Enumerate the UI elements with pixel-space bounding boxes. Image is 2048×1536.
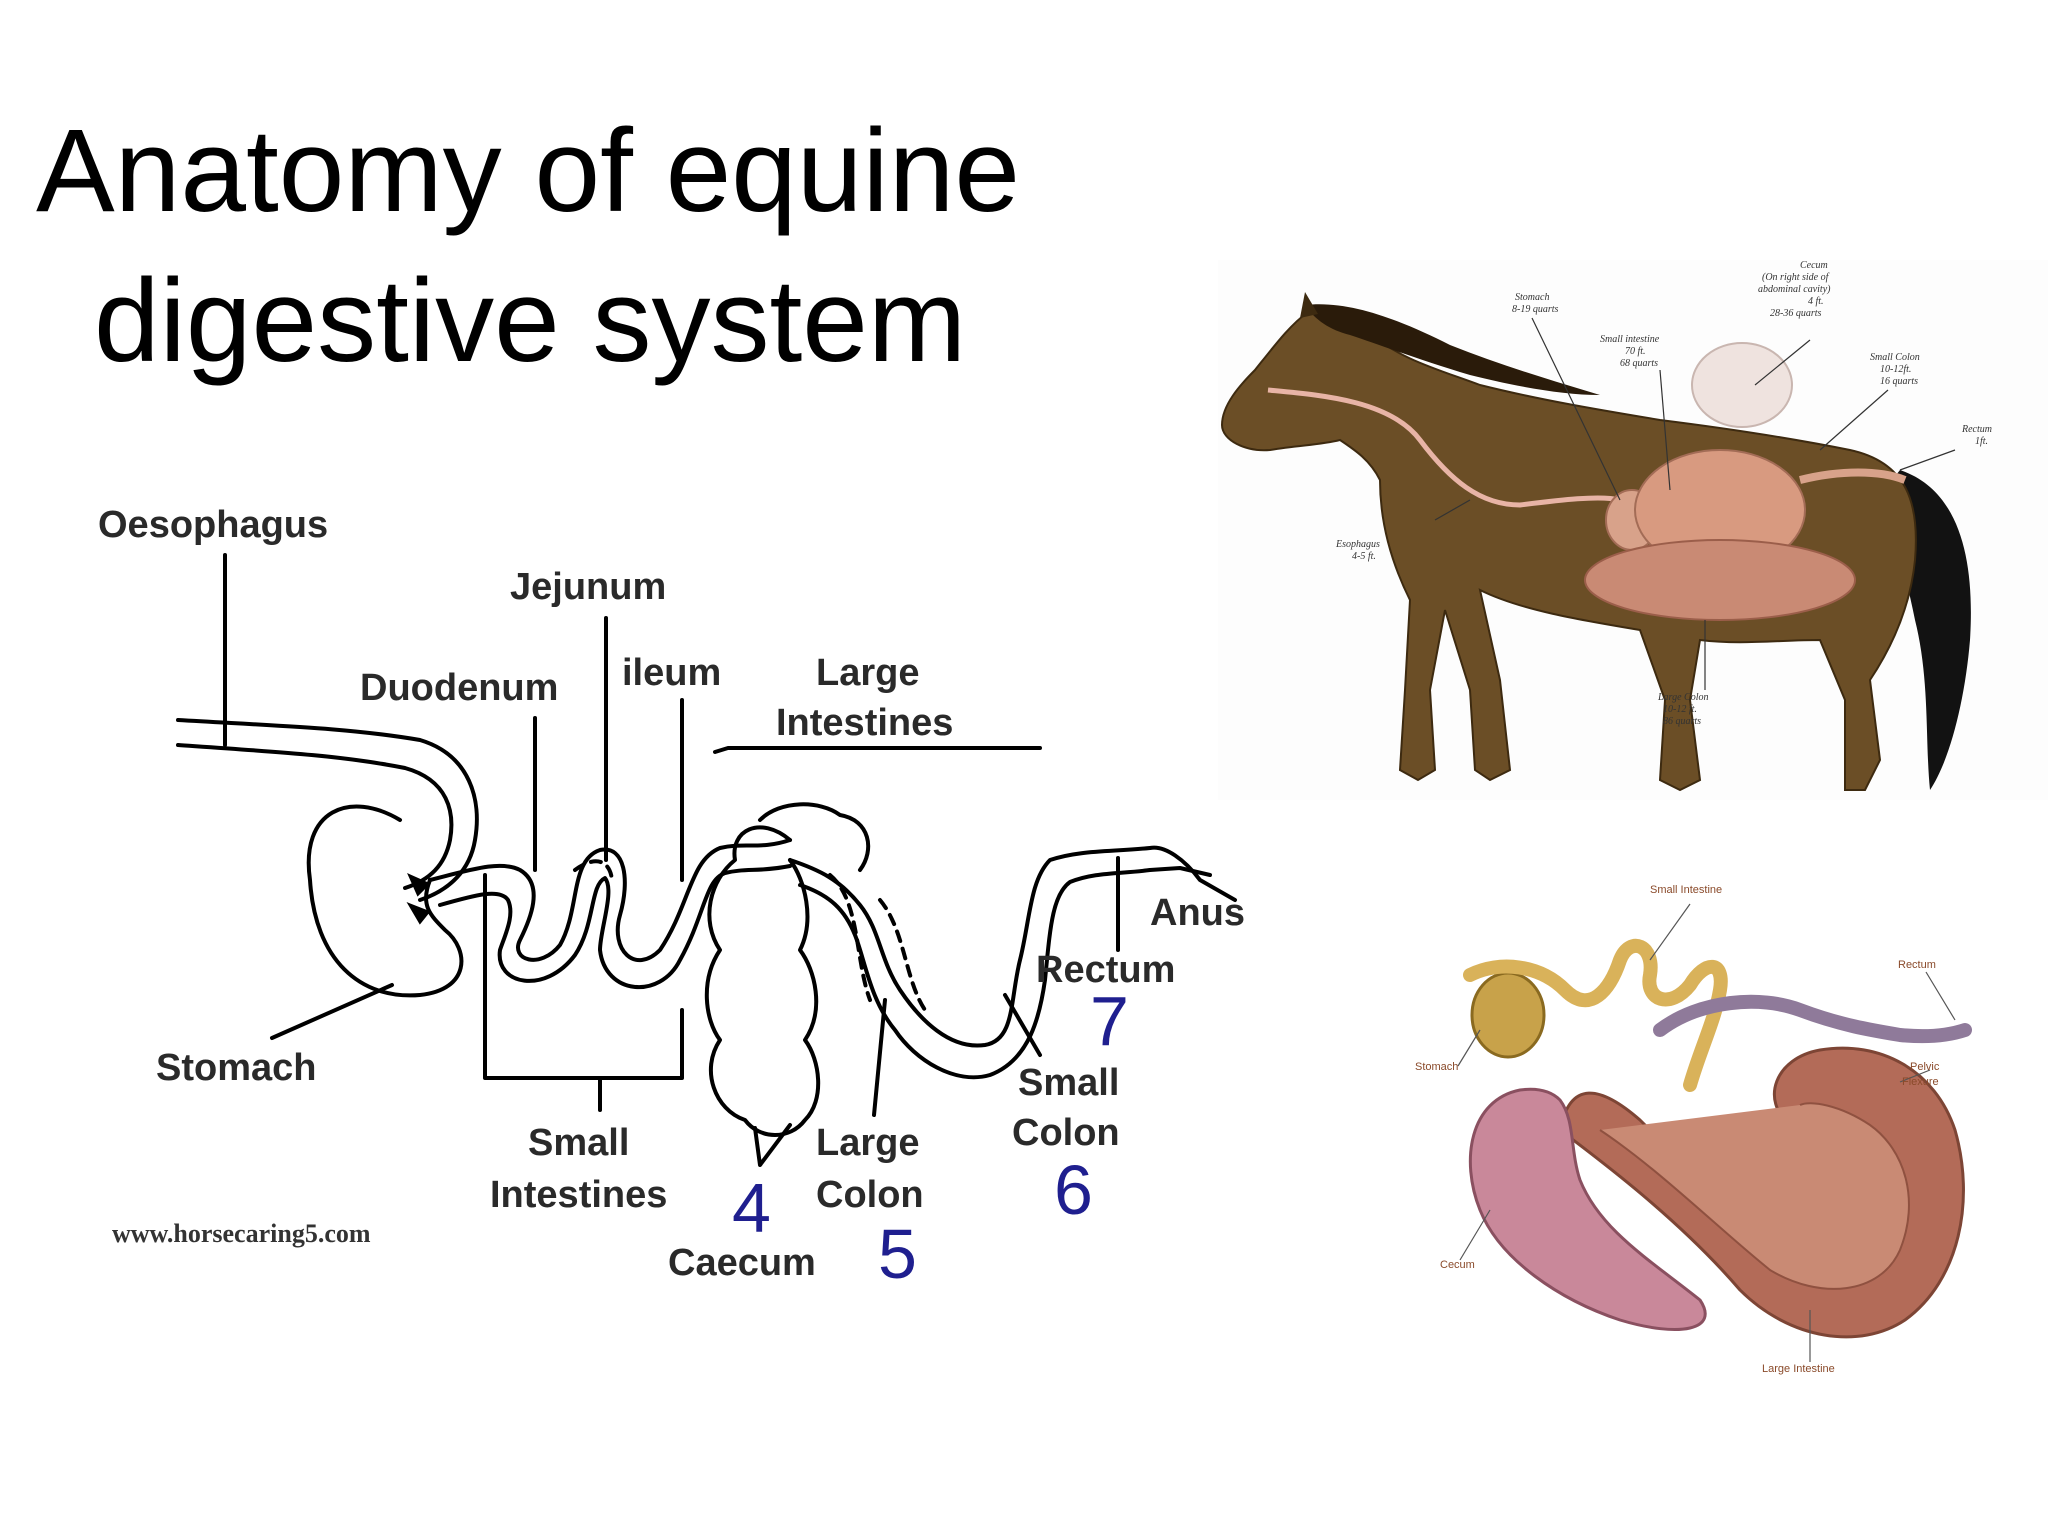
large-colon-dashed <box>828 873 872 1002</box>
horse-label-small-colon-length: 10-12ft. <box>1880 364 1911 375</box>
oesophagus-tube <box>176 718 479 902</box>
horse-cecum-organ <box>1691 342 1793 428</box>
watermark: www.horsecaring5.com <box>112 1219 371 1248</box>
caecum-outline <box>704 825 821 1137</box>
title-line-2: digestive system <box>94 255 967 387</box>
horse-label-cecum-size: 28-36 quarts <box>1770 308 1822 319</box>
label-large-colon-2: Colon <box>816 1174 924 1216</box>
horse-large-colon-organ <box>1584 539 1856 621</box>
horse-label-esophagus-name: Esophagus <box>1335 539 1380 550</box>
leader-caecum <box>753 1123 792 1167</box>
organ-label-stomach: Stomach <box>1415 1061 1458 1073</box>
number-small-colon: 6 <box>1054 1151 1093 1229</box>
horse-label-esophagus-length: 4-5 ft. <box>1352 551 1376 562</box>
leader-small-colon <box>1003 993 1042 1057</box>
horse-label-cecum-cavity: abdominal cavity) <box>1758 284 1831 295</box>
arrow-icon <box>407 873 431 897</box>
horse-label-stomach-name: Stomach <box>1515 292 1549 303</box>
jejunum-dashed <box>573 859 614 882</box>
horse-label-cecum-side: (On right side of <box>1762 272 1830 283</box>
number-large-colon: 5 <box>878 1215 917 1293</box>
organ-label-cecum: Cecum <box>1440 1259 1475 1271</box>
horse-label-rectum-name: Rectum <box>1961 424 1992 435</box>
leader-large-colon <box>872 998 887 1117</box>
horse-label-small-intestine-name: Small intestine <box>1600 334 1660 345</box>
horse-label-cecum-length: 4 ft. <box>1808 296 1824 307</box>
page-title: Anatomy of equine digestive system <box>36 96 1136 396</box>
organ-label-large-intestine: Large Intestine <box>1762 1363 1835 1375</box>
label-small-intestines-1: Small <box>528 1122 629 1164</box>
small-intestine-organ <box>1463 938 1728 1092</box>
duodenum-loop <box>428 838 792 963</box>
label-large-intestines-2: Intestines <box>776 702 953 744</box>
label-small-intestines-2: Intestines <box>490 1174 667 1216</box>
small-intestines-bracket <box>483 873 684 1080</box>
horse-label-large-colon-size: 86 quarts <box>1663 716 1701 727</box>
arrow-icon <box>406 902 431 925</box>
label-large-intestines-1: Large <box>816 652 919 694</box>
large-colon-dashed-2 <box>878 898 927 1012</box>
horse-small-colon-organ <box>1799 468 1907 484</box>
horse-label-small-colon-name: Small Colon <box>1870 352 1920 363</box>
label-duodenum: Duodenum <box>360 667 558 709</box>
horse-ear <box>1300 292 1318 318</box>
oesophagus-tube-inner <box>176 743 454 890</box>
label-stomach: Stomach <box>156 1047 316 1089</box>
large-colon-outline <box>788 846 1152 1048</box>
cecum-organ <box>1468 1087 1707 1331</box>
caecum-top <box>758 802 871 872</box>
horse-mane <box>1305 304 1600 395</box>
number-rectum: 7 <box>1090 982 1129 1060</box>
horse-label-large-colon-name: Large Colon <box>1657 692 1708 703</box>
horse-label-stomach-size: 8-19 quarts <box>1512 304 1559 315</box>
horse-label-small-colon-size: 16 quarts <box>1880 376 1918 387</box>
leader-large-intestines <box>713 746 1042 754</box>
label-large-colon-1: Large <box>816 1122 919 1164</box>
stomach-organ <box>1470 971 1546 1059</box>
organ-label-pelvic-flexure-1: Pelvic <box>1910 1061 1940 1073</box>
small-colon-organ <box>1653 994 1972 1044</box>
label-oesophagus: Oesophagus <box>98 504 328 546</box>
label-rectum: Rectum <box>1036 949 1175 991</box>
horse-esophagus <box>1267 387 1621 508</box>
horse-label-small-intestine-length: 70 ft. <box>1625 346 1646 357</box>
organ-label-rectum: Rectum <box>1898 959 1936 971</box>
number-caecum: 4 <box>732 1169 771 1247</box>
label-jejunum: Jejunum <box>510 566 666 608</box>
horse-label-rectum-length: 1ft. <box>1975 436 1988 447</box>
horse-label-cecum-name: Cecum <box>1800 260 1828 271</box>
title-line-1: Anatomy of equine <box>36 105 1020 237</box>
horse-label-large-colon-length: 10-12 ft. <box>1663 704 1697 715</box>
large-intestine-fold <box>1599 1102 1910 1290</box>
label-ileum: ileum <box>622 652 721 694</box>
horse-label-small-intestine-size: 68 quarts <box>1620 358 1658 369</box>
organ-label-pelvic-flexure-2: Flexure <box>1902 1076 1939 1088</box>
duodenum-loop-inner <box>438 864 792 990</box>
label-small-colon-2: Colon <box>1012 1112 1120 1154</box>
rectum-inner <box>1148 866 1212 877</box>
label-anus: Anus <box>1150 892 1245 934</box>
rectum-outline <box>1148 845 1237 902</box>
leader-stomach <box>270 983 394 1040</box>
organ-label-small-intestine: Small Intestine <box>1650 884 1722 896</box>
label-small-colon-1: Small <box>1018 1062 1119 1104</box>
label-caecum: Caecum <box>668 1242 816 1284</box>
